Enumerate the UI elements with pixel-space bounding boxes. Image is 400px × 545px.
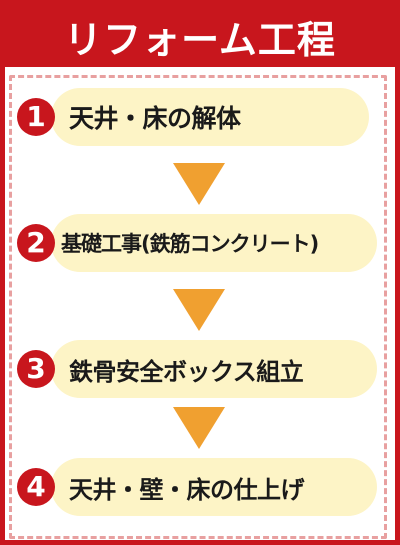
- step-3-number-badge: 3: [17, 350, 55, 388]
- step-4-number-badge: 4: [17, 468, 55, 506]
- step-4-label: 天井・壁・床の仕上げ: [69, 475, 305, 504]
- arrow-down-icon: [173, 289, 225, 331]
- step-4-box: 天井・壁・床の仕上げ: [51, 458, 377, 516]
- step-1: 天井・床の解体 1: [17, 88, 381, 146]
- step-1-label: 天井・床の解体: [69, 104, 241, 133]
- header-banner: リフォーム工程: [5, 5, 395, 67]
- step-1-number-badge: 1: [17, 98, 55, 136]
- step-3-box: 鉄骨安全ボックス組立: [51, 340, 377, 398]
- step-1-box: 天井・床の解体: [51, 88, 369, 146]
- steps-container: [9, 75, 387, 539]
- step-2-label: 基礎工事(鉄筋コンクリート): [61, 232, 319, 256]
- arrow-down-icon: [173, 407, 225, 449]
- step-3-label: 鉄骨安全ボックス組立: [69, 357, 304, 386]
- step-2-box: 基礎工事(鉄筋コンクリート): [51, 214, 377, 272]
- step-4: 天井・壁・床の仕上げ 4: [17, 458, 381, 516]
- step-3: 鉄骨安全ボックス組立 3: [17, 340, 381, 398]
- diagram-title: リフォーム工程: [64, 17, 336, 62]
- arrow-down-icon: [173, 163, 225, 205]
- step-2: 基礎工事(鉄筋コンクリート) 2: [17, 214, 381, 272]
- step-2-number-badge: 2: [17, 224, 55, 262]
